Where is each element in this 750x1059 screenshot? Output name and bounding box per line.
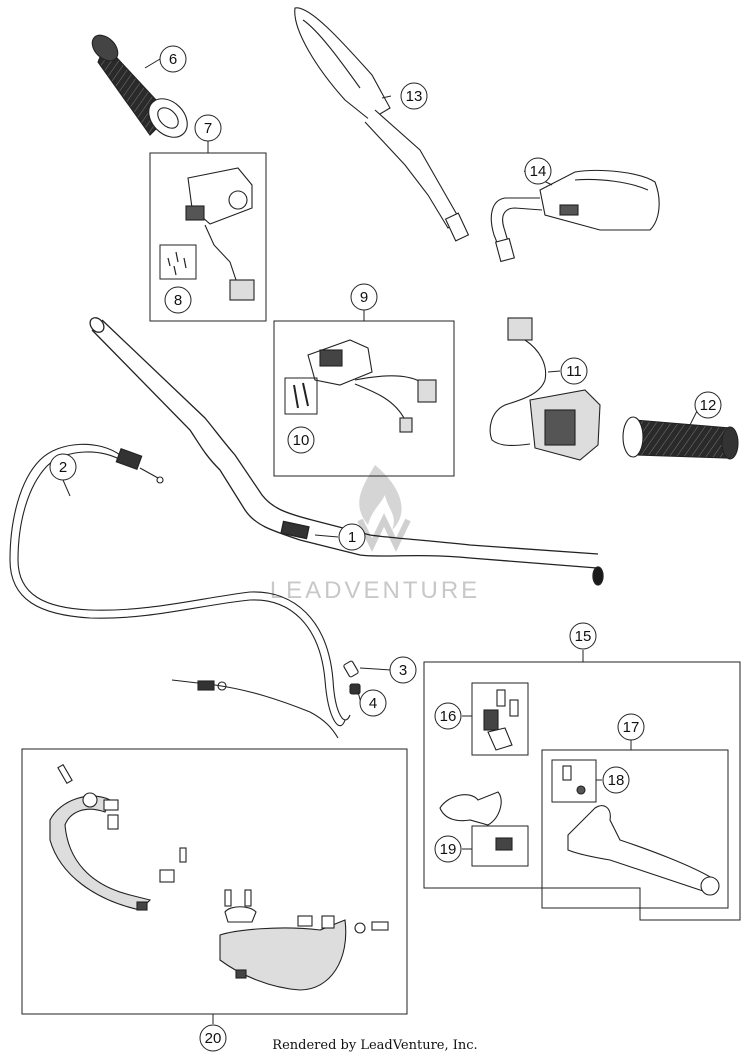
svg-text:1: 1 <box>348 529 356 546</box>
watermark-text: LEADVENTURE <box>270 577 480 604</box>
footer-credit: Rendered by LeadVenture, Inc. <box>272 1038 478 1053</box>
switch-box-7 <box>149 140 267 322</box>
callout-15: 15 <box>569 622 597 650</box>
callout-13: 13 <box>400 82 428 110</box>
callout-11: 11 <box>560 357 588 385</box>
svg-text:18: 18 <box>608 772 625 789</box>
callout-2: 2 <box>49 453 77 481</box>
svg-text:10: 10 <box>293 432 310 449</box>
handguard-box-20 <box>21 748 408 1024</box>
svg-text:15: 15 <box>575 628 592 645</box>
svg-text:8: 8 <box>174 292 182 309</box>
svg-text:11: 11 <box>566 363 582 380</box>
svg-text:20: 20 <box>205 1030 222 1047</box>
callout-14: 14 <box>524 157 552 185</box>
callout-12: 12 <box>694 391 722 419</box>
callout-9: 9 <box>350 283 378 311</box>
svg-text:9: 9 <box>360 289 368 306</box>
callout-20: 20 <box>199 1024 227 1052</box>
callout-16: 16 <box>434 702 462 730</box>
clutch-cable-end <box>171 679 339 739</box>
mirror-right <box>490 169 660 263</box>
callout-10: 10 <box>287 426 315 454</box>
switch-right <box>489 317 601 461</box>
svg-text:4: 4 <box>369 695 377 712</box>
callout-19: 19 <box>434 835 462 863</box>
svg-text:2: 2 <box>59 459 67 476</box>
lever-assembly-box-15 <box>423 650 741 921</box>
grip-left <box>91 34 188 138</box>
svg-text:12: 12 <box>700 397 717 414</box>
callout-1: 1 <box>338 523 366 551</box>
screw-3 <box>343 660 361 695</box>
mirror-left <box>294 7 470 242</box>
leadventure-watermark: LEADVENTURE <box>270 465 480 604</box>
svg-text:19: 19 <box>440 841 457 858</box>
cable <box>9 443 351 727</box>
svg-text:6: 6 <box>169 51 177 68</box>
handlebar <box>89 317 604 586</box>
callout-17: 17 <box>617 713 645 741</box>
callout-6: 6 <box>159 45 187 73</box>
switch-box-9 <box>273 310 455 477</box>
callout-18: 18 <box>602 766 630 794</box>
svg-text:16: 16 <box>440 708 457 725</box>
callout-7: 7 <box>194 114 222 142</box>
grip-right <box>622 416 739 460</box>
svg-text:14: 14 <box>530 163 547 180</box>
svg-text:13: 13 <box>406 88 423 105</box>
svg-text:17: 17 <box>623 719 640 736</box>
callout-4: 4 <box>359 689 387 717</box>
callout-3: 3 <box>389 656 417 684</box>
svg-text:3: 3 <box>399 662 407 679</box>
callout-8: 8 <box>164 286 192 314</box>
svg-text:7: 7 <box>204 120 212 137</box>
